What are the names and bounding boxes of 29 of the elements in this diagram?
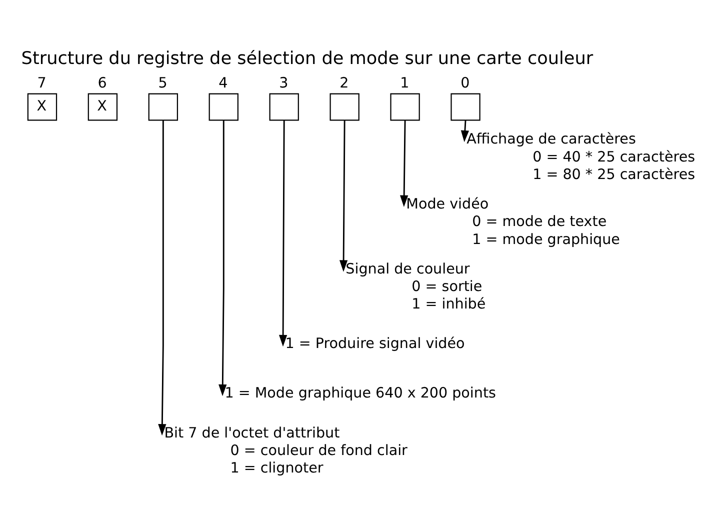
node-box: [269, 92, 299, 120]
node-label: 4: [218, 75, 228, 92]
node-label: 7: [37, 75, 46, 92]
node-label: 2: [340, 75, 349, 92]
arrow: [218, 120, 227, 396]
node-box: [330, 92, 360, 120]
node-label: 0: [460, 75, 470, 92]
node-text: Affichage de caractères 0 = 40 * 25 caractères 1 = 80 * 25 caractères: [466, 131, 696, 182]
node-text: Signal de couleur 0 = sortie 1 = inhibé: [346, 260, 486, 312]
node-text: 1 = Mode graphique 640 x 200 points: [224, 385, 496, 402]
node-box: [208, 92, 238, 120]
diagram-title: Structure du registre de sélection de mode sur une carte couleur: [21, 48, 594, 68]
arrow: [460, 120, 470, 142]
arrow: [400, 120, 408, 206]
arrow: [158, 120, 166, 436]
node-label: 3: [279, 75, 288, 92]
arrow: [339, 120, 348, 272]
node-box: X: [27, 92, 58, 120]
node-box: [390, 92, 420, 120]
node-label: 1: [400, 75, 410, 92]
node-text: Mode vidéo 0 = mode de texte 1 = mode graphique: [406, 196, 620, 248]
node-box: [450, 92, 480, 120]
node-text: Bit 7 de l'octet d'attribut 0 = couleur de fond clair 1 = clignoter: [164, 424, 408, 476]
node-label: 5: [158, 75, 168, 92]
node-box: X: [88, 92, 118, 120]
node-label: 6: [98, 75, 107, 92]
node-text: 1 = Produire signal vidéo: [285, 336, 465, 352]
arrow: [278, 120, 288, 346]
node-box: [148, 92, 178, 120]
